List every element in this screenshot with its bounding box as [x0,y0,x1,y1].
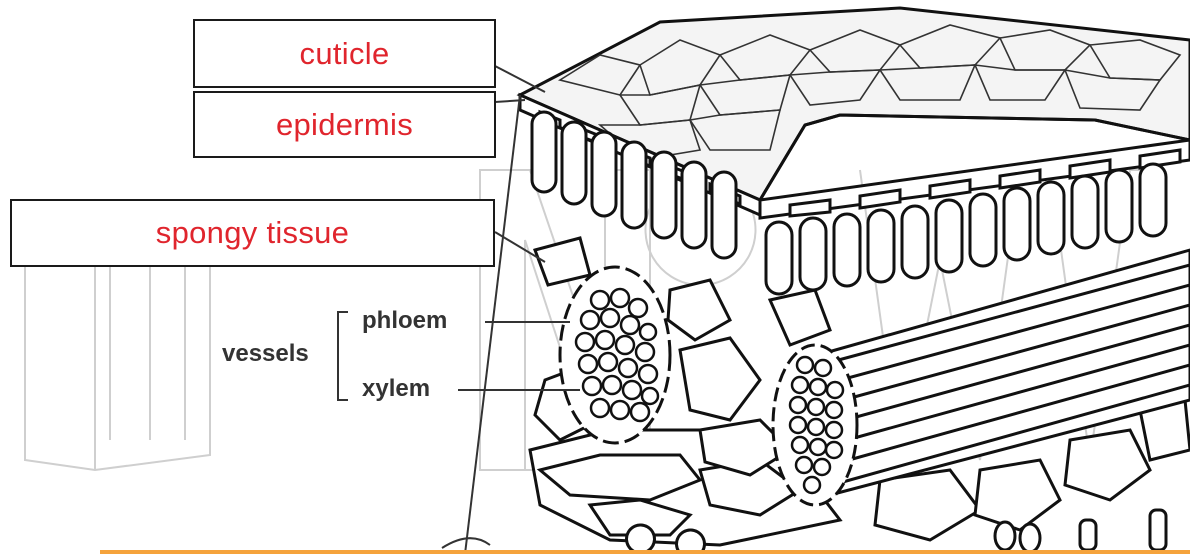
spongy-tissue-label-box: spongy tissue [10,199,495,267]
epidermis-label: epidermis [276,107,413,143]
footer-band [100,550,1190,554]
vascular-bundle-front [560,267,670,443]
epidermis-label-box: epidermis [193,91,496,158]
vessels-label: vessels [222,340,309,368]
cuticle-label-box: cuticle [193,19,496,88]
cuticle-label: cuticle [300,36,390,72]
xylem-label: xylem [362,375,430,403]
phloem-label: phloem [362,307,447,335]
spongy-tissue-label: spongy tissue [156,215,349,251]
